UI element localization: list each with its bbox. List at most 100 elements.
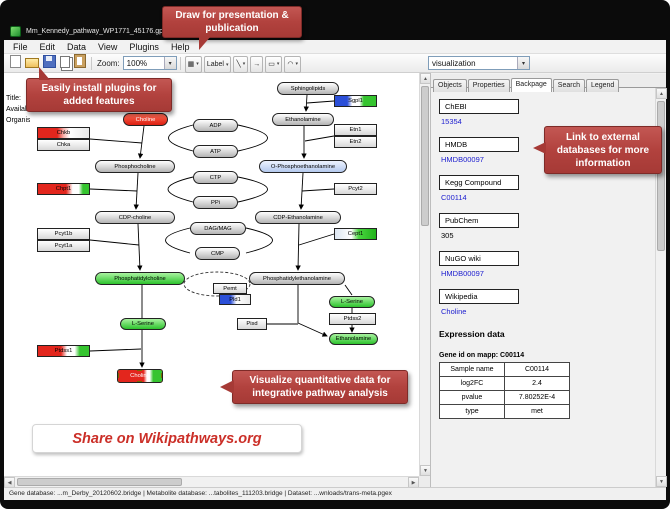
pathway-node-pcyt1b[interactable]: Pcyt1b [37, 228, 90, 240]
chevron-down-icon[interactable]: ▾ [517, 57, 529, 69]
panel-vertical-scrollbar[interactable]: ▲ ▼ [655, 88, 667, 487]
expression-data-title: Expression data [439, 329, 505, 339]
pathway-node-ethanolamine[interactable]: Ethanolamine [329, 333, 378, 345]
menu-plugins[interactable]: Plugins [129, 42, 159, 52]
pathway-node-pcyt1a[interactable]: Pcyt1a [37, 240, 90, 252]
arrow-tool[interactable]: → [250, 56, 264, 73]
pathway-node-etn2[interactable]: Etn2 [334, 136, 377, 148]
menu-file[interactable]: File [13, 42, 28, 52]
database-link-kegg-compound[interactable]: C00114 [441, 193, 467, 202]
pathway-node-l-serine[interactable]: L-Serine [120, 318, 166, 330]
pathway-node-dag-mag[interactable]: DAG/MAG [190, 222, 246, 235]
label-tool[interactable]: Label▾ [203, 56, 232, 73]
pathway-node-phosphatidylcholine[interactable]: Phosphatidylcholine [95, 272, 185, 285]
pathway-attribute-labels: Title:Availability:Organism: [6, 93, 30, 126]
scrollbar-thumb[interactable] [17, 478, 182, 486]
share-banner: Share on Wikipathways.org [32, 424, 302, 453]
pathway-node-pisd[interactable]: Pisd [237, 318, 267, 330]
label-tool-glyph: Label [206, 61, 224, 68]
selection-handle[interactable] [161, 370, 162, 371]
pathway-node-cept1[interactable]: Cept1 [334, 228, 377, 240]
pathway-node-choline[interactable]: Choline [117, 369, 163, 383]
app-icon [10, 25, 21, 37]
pathway-node-sphingolipids[interactable]: Sphingolipids [277, 82, 339, 95]
menu-edit[interactable]: Edit [39, 42, 56, 52]
arrow-tool-glyph: → [253, 61, 261, 68]
menu-data[interactable]: Data [67, 42, 87, 52]
tab-legend[interactable]: Legend [585, 79, 620, 92]
scroll-down-icon[interactable]: ▼ [656, 476, 667, 487]
pathway-node-ctp[interactable]: CTP [193, 171, 238, 184]
selection-handle[interactable] [161, 381, 162, 382]
pathway-node-chkb[interactable]: Chkb [37, 127, 90, 139]
expression-table-cell: Sample name [439, 362, 505, 377]
line-tool[interactable]: ╲▾ [233, 55, 249, 73]
paste-icon[interactable] [74, 53, 86, 68]
pathway-node-phosphatidylethanolamine[interactable]: Phosphatidylethanolamine [249, 272, 345, 285]
database-link-hmdb[interactable]: HMDB00097 [441, 155, 484, 164]
selection-handle[interactable] [118, 373, 119, 378]
new-file-icon[interactable] [10, 54, 21, 68]
pathway-node-ppi[interactable]: PPi [193, 196, 238, 209]
scroll-up-icon[interactable]: ▲ [420, 73, 430, 84]
save-icon[interactable] [43, 54, 56, 68]
pathway-node-l-serine[interactable]: L-Serine [329, 296, 375, 308]
pathway-node-atp[interactable]: ATP [193, 145, 238, 158]
pathway-node-chka[interactable]: Chka [37, 139, 90, 151]
scroll-left-icon[interactable]: ◀ [4, 477, 15, 487]
scroll-down-icon[interactable]: ▼ [420, 465, 430, 476]
pathway-node-sgpl1[interactable]: Sgpl1 [334, 95, 377, 107]
scroll-up-icon[interactable]: ▲ [656, 88, 667, 99]
database-link-nugo-wiki[interactable]: HMDB00097 [441, 269, 484, 278]
arc-tool[interactable]: ◠▾ [284, 55, 301, 73]
selection-handle[interactable] [137, 381, 142, 382]
pathway-node-cdp-ethanolamine[interactable]: CDP-Ethanolamine [255, 211, 341, 224]
scrollbar-thumb[interactable] [421, 86, 429, 226]
visualization-combobox[interactable]: visualization ▾ [428, 56, 530, 70]
rectangle-tool[interactable]: ▭▾ [265, 55, 283, 73]
database-link-chebi[interactable]: 15354 [441, 117, 462, 126]
selection-handle[interactable] [118, 370, 119, 371]
pathway-node-cmp[interactable]: CMP [195, 247, 240, 260]
menu-help[interactable]: Help [170, 42, 190, 52]
database-link-wikipedia[interactable]: Choline [441, 307, 467, 316]
pathway-node-cdp-choline[interactable]: CDP-choline [95, 211, 175, 224]
pathway-node-ptdss2[interactable]: Ptdss2 [329, 313, 376, 325]
pathway-node-pld1[interactable]: Pld1 [219, 294, 251, 305]
pathway-node-etn1[interactable]: Etn1 [334, 124, 377, 136]
copy-icon[interactable] [60, 55, 70, 68]
pathway-node-ptdss1[interactable]: Ptdss1 [37, 345, 90, 357]
pathway-node-choline[interactable]: Choline [123, 113, 168, 126]
pathway-node-ethanolamine[interactable]: Ethanolamine [272, 113, 334, 126]
status-text: Gene database: ...m_Derby_20120602.bridg… [9, 490, 392, 497]
selection-handle[interactable] [118, 381, 119, 382]
chevron-down-icon: ▾ [196, 61, 199, 67]
pathway-node-pemt[interactable]: Pemt [213, 283, 247, 294]
tab-objects[interactable]: Objects [433, 79, 467, 92]
pathway-node-chpt1[interactable]: Chpt1 [37, 183, 90, 195]
tab-backpage[interactable]: Backpage [510, 78, 552, 92]
pathway-node-adp[interactable]: ADP [193, 119, 238, 132]
pathway-node-phosphocholine[interactable]: Phosphocholine [95, 160, 175, 173]
zoom-combobox[interactable]: 100% ▾ [122, 56, 177, 70]
chevron-down-icon[interactable]: ▾ [163, 57, 176, 69]
pathway-node-pcyt2[interactable]: Pcyt2 [334, 183, 377, 195]
selection-handle[interactable] [137, 370, 142, 371]
tab-search[interactable]: Search [552, 79, 585, 92]
chevron-down-icon: ▾ [276, 61, 280, 67]
datanode-tool[interactable]: ▦▾ [184, 55, 202, 73]
database-value-pubchem: 305 [441, 231, 454, 240]
scrollbar-thumb[interactable] [657, 101, 665, 251]
canvas-vertical-scrollbar[interactable]: ▲ ▼ [419, 73, 430, 476]
menu-view[interactable]: View [98, 42, 118, 52]
canvas-horizontal-scrollbar[interactable]: ◀ ▶ [4, 476, 419, 487]
selection-handle[interactable] [161, 373, 162, 378]
open-folder-icon[interactable] [25, 57, 39, 68]
pathway-node-o-phosphoethanolamine[interactable]: O-Phosphoethanolamine [259, 160, 347, 173]
scroll-right-icon[interactable]: ▶ [408, 477, 419, 487]
tab-properties[interactable]: Properties [467, 79, 510, 92]
